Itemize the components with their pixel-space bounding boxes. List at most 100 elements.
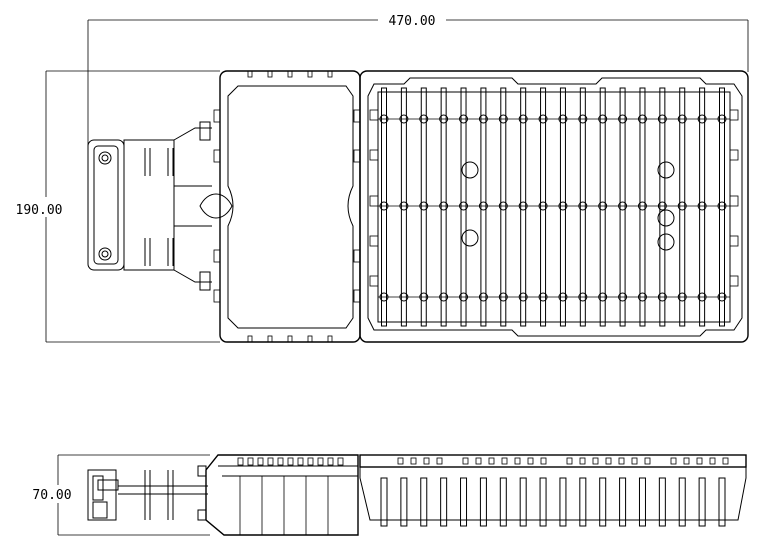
edge-notch (729, 235, 739, 247)
fin-top (538, 87, 548, 327)
fin-top (598, 87, 608, 327)
vent-slot (277, 457, 284, 466)
fin-side (718, 477, 726, 527)
fin-side (460, 477, 468, 527)
vent-slot (605, 457, 612, 465)
vent-slot (696, 457, 703, 465)
dimension-side-height-label: 70.00 (32, 488, 71, 503)
side-driver-housing (205, 454, 359, 536)
dimension-width-group: 470.00 (87, 11, 749, 148)
fin-side (539, 477, 547, 527)
fin-top (399, 87, 409, 327)
vent-slot (317, 457, 324, 466)
top-view (87, 70, 749, 343)
vent-slot (297, 457, 304, 466)
mount-boss (657, 233, 675, 251)
fin-side (698, 477, 706, 527)
vent-slot (683, 457, 690, 465)
vent-slot (501, 457, 508, 465)
vent-slot (423, 457, 430, 465)
edge-notch (729, 109, 739, 121)
fin-top (439, 87, 449, 327)
fin-top (677, 87, 687, 327)
fin-top (419, 87, 429, 327)
driver-housing (213, 70, 361, 343)
fin-side (440, 477, 448, 527)
vent-slot (237, 457, 244, 466)
fin-side (658, 477, 666, 527)
vent-slot (397, 457, 404, 465)
fin-top (379, 87, 389, 327)
fin-top (498, 87, 508, 327)
edge-notch (729, 149, 739, 161)
mount-boss (461, 161, 479, 179)
fin-top (459, 87, 469, 327)
vent-slot (566, 457, 573, 465)
vent-slot (631, 457, 638, 465)
fin-top (697, 87, 707, 327)
vent-slot (307, 457, 314, 466)
fin-top (558, 87, 568, 327)
dimension-height-group: 190.00 (16, 70, 220, 343)
vent-slot (488, 457, 495, 465)
fin-top (578, 87, 588, 327)
side-bracket (87, 465, 208, 521)
mount-boss (657, 161, 675, 179)
mount-boss (657, 209, 675, 227)
fin-side (420, 477, 428, 527)
fin-side (559, 477, 567, 527)
vent-slot (436, 457, 443, 465)
fin-side (479, 477, 487, 527)
edge-notch (369, 149, 379, 161)
vent-slot (618, 457, 625, 465)
mount-boss (461, 229, 479, 247)
fin-side (579, 477, 587, 527)
fin-side (400, 477, 408, 527)
fin-top (637, 87, 647, 327)
edge-notch (369, 275, 379, 287)
vent-slot (592, 457, 599, 465)
edge-notch (369, 235, 379, 247)
fin-top (478, 87, 488, 327)
fin-top (618, 87, 628, 327)
fin-top (518, 87, 528, 327)
fin-side (619, 477, 627, 527)
vent-slot (267, 457, 274, 466)
vent-slot (540, 457, 547, 465)
fin-side (678, 477, 686, 527)
fin-side (599, 477, 607, 527)
vent-slot (337, 457, 344, 466)
fin-top (717, 87, 727, 327)
heatsink-side (359, 454, 747, 527)
dimension-side-height-group: 70.00 (32, 454, 210, 536)
vent-slot (644, 457, 651, 465)
vent-slot (287, 457, 294, 466)
vent-slot (527, 457, 534, 465)
fin-side (638, 477, 646, 527)
edge-notch (369, 195, 379, 207)
vent-slot (475, 457, 482, 465)
vent-slot (327, 457, 334, 466)
vent-slot (722, 457, 729, 465)
dimension-height-label: 190.00 (16, 203, 63, 218)
vent-slot (514, 457, 521, 465)
fin-top (657, 87, 667, 327)
vent-slot (247, 457, 254, 466)
vent-slot (257, 457, 264, 466)
heatsink-top (359, 70, 749, 343)
vent-slot (709, 457, 716, 465)
dimension-width-label: 470.00 (389, 14, 436, 29)
vent-slot (579, 457, 586, 465)
fin-side (499, 477, 507, 527)
side-view (87, 454, 747, 536)
edge-notch (729, 195, 739, 207)
fin-side (380, 477, 388, 527)
edge-notch (729, 275, 739, 287)
mount-bracket (87, 121, 233, 291)
edge-notch (369, 109, 379, 121)
vent-slot (410, 457, 417, 465)
vent-slot (462, 457, 469, 465)
vent-slot (670, 457, 677, 465)
fin-side (519, 477, 527, 527)
